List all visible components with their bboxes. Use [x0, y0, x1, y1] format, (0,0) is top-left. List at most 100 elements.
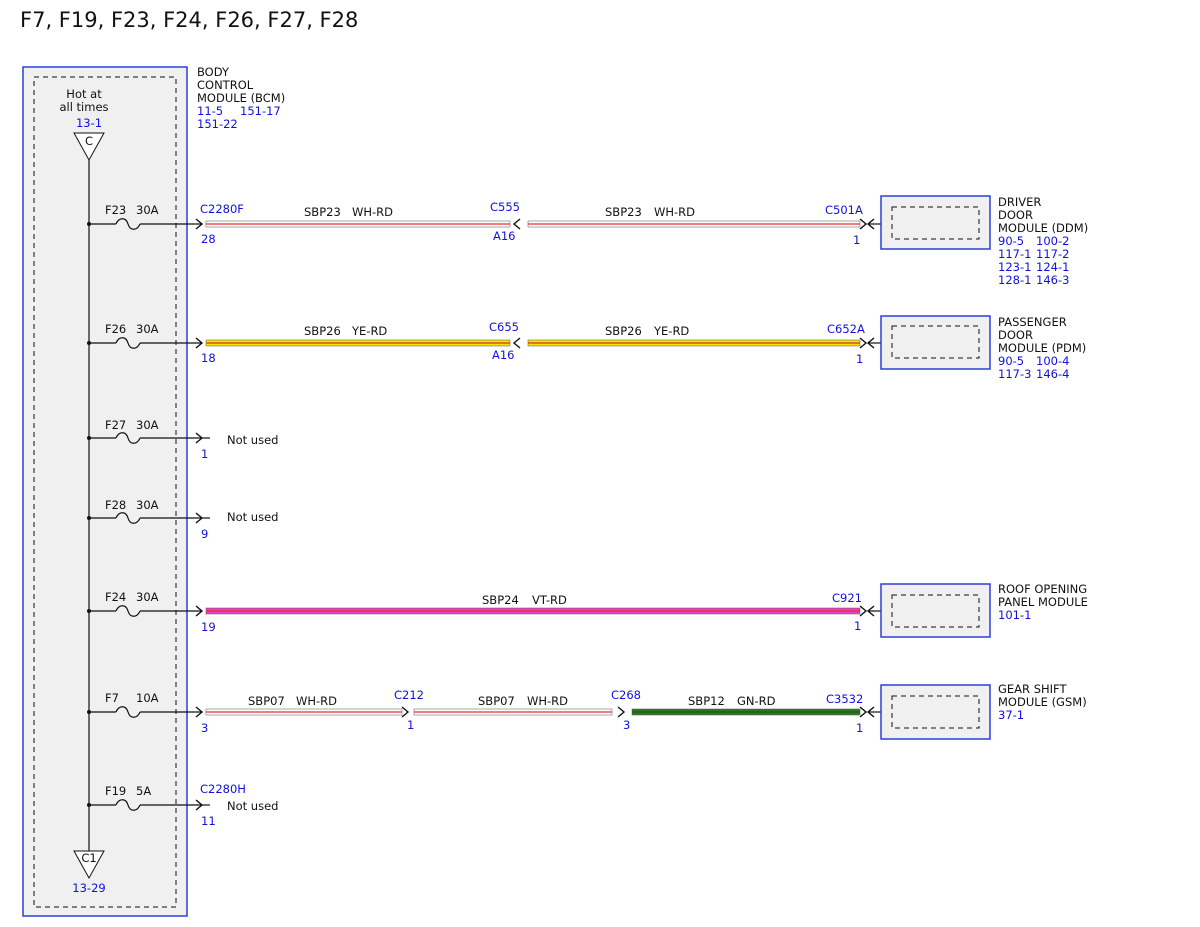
end-pin-label: 1	[856, 352, 863, 366]
module-ref: 101-1	[998, 608, 1031, 622]
inline-connector-label: C655	[489, 320, 519, 334]
fuse-rating: 30A	[136, 498, 159, 512]
end-pin-label: 1	[856, 721, 863, 735]
ddm-name-1: DRIVER	[998, 195, 1041, 209]
connector-arrow	[195, 337, 204, 349]
module-ref: 117-2	[1036, 247, 1069, 261]
not-used-label: Not used	[227, 433, 278, 447]
pdm-name-2: DOOR	[998, 328, 1033, 342]
wire-color-label: GN-RD	[737, 694, 776, 708]
diagram-title: F7, F19, F23, F24, F26, F27, F28	[20, 8, 358, 32]
pin-label: 3	[201, 721, 208, 735]
roof-name-1: ROOF OPENING	[998, 582, 1087, 596]
connector-arrow	[401, 706, 410, 718]
inline-pin-label: A16	[492, 348, 515, 362]
fuse-symbol	[115, 432, 141, 444]
end-pin-label: 1	[854, 619, 861, 633]
pin-label: 1	[201, 447, 208, 461]
module-ref: 100-4	[1036, 354, 1069, 368]
ddm-box	[880, 195, 991, 250]
fuse-rating: 30A	[136, 203, 159, 217]
fuse-symbol	[115, 512, 141, 524]
module-ref: 117-3	[998, 367, 1031, 381]
fuse-symbol	[115, 337, 141, 349]
connector-arrow	[859, 605, 868, 617]
circuit-label: SBP24	[482, 593, 519, 607]
bottom-ref: 13-29	[72, 881, 105, 895]
pdm-name-1: PASSENGER	[998, 315, 1067, 329]
end-connector-label: C501A	[825, 203, 863, 217]
end-connector-label: C652A	[827, 322, 865, 336]
fuse-name: F24	[105, 590, 126, 604]
circuit-label: SBP26	[605, 324, 642, 338]
fuse-symbol	[115, 218, 141, 230]
fuse-rating: 30A	[136, 590, 159, 604]
end-pin-label: 1	[853, 233, 860, 247]
circuit-label: SBP23	[605, 205, 642, 219]
gsm-box	[880, 684, 991, 740]
module-ref: 124-1	[1036, 260, 1069, 274]
inline-pin-label: 1	[407, 718, 414, 732]
module-ref: 37-1	[998, 708, 1024, 722]
end-connector-label: C921	[832, 591, 862, 605]
fuse-name: F27	[105, 418, 126, 432]
connector-arrow	[512, 218, 521, 230]
wire-color-label: VT-RD	[532, 593, 567, 607]
circuit-label: SBP12	[688, 694, 725, 708]
fuse-rows	[87, 218, 881, 811]
bottom-splice-symbol	[73, 850, 105, 880]
fuse-name: F26	[105, 322, 126, 336]
ddm-name-3: MODULE (DDM)	[998, 221, 1088, 235]
top-symbol-label: C	[85, 134, 93, 148]
module-ref: 123-1	[998, 260, 1031, 274]
fuse-rating: 30A	[136, 322, 159, 336]
wire-color-label: YE-RD	[351, 324, 387, 338]
bcm-name-2: CONTROL	[197, 78, 254, 92]
inline-pin-label: 3	[623, 718, 630, 732]
bcm-ref-2: 151-17	[240, 104, 281, 118]
wire-color-label: WH-RD	[296, 694, 337, 708]
inline-connector-label: C268	[611, 688, 641, 702]
wire-color-label: WH-RD	[527, 694, 568, 708]
end-connector-label: C3532	[826, 692, 863, 706]
bcm-ref-1: 11-5	[197, 104, 223, 118]
hot-label-1: Hot at	[66, 87, 102, 101]
connector-arrow	[859, 337, 868, 349]
inline-connector-label: C212	[394, 688, 424, 702]
fuse-rating: 5A	[136, 784, 151, 798]
connector-label: C2280F	[200, 202, 244, 216]
module-ref: 146-4	[1036, 367, 1069, 381]
ddm-inner-dashed	[891, 206, 980, 240]
roof-module-box	[880, 583, 991, 638]
module-ref: 117-1	[998, 247, 1031, 261]
gsm-name-1: GEAR SHIFT	[998, 682, 1067, 696]
hot-label-2: all times	[59, 100, 108, 114]
not-used-label: Not used	[227, 510, 278, 524]
module-ref: 100-2	[1036, 234, 1069, 248]
inline-connector-label: C555	[490, 200, 520, 214]
pdm-name-3: MODULE (PDM)	[998, 341, 1086, 355]
module-ref: 146-3	[1036, 273, 1069, 287]
roof-module-inner-dashed	[891, 594, 980, 628]
wire-color-label: WH-RD	[654, 205, 695, 219]
circuit-label: SBP23	[304, 205, 341, 219]
ddm-name-2: DOOR	[998, 208, 1033, 222]
fuse-name: F28	[105, 498, 126, 512]
connector-arrow	[859, 706, 868, 718]
module-ref: 90-5	[998, 354, 1024, 368]
inline-pin-label: A16	[493, 229, 516, 243]
pin-label: 9	[201, 527, 208, 541]
pdm-inner-dashed	[891, 325, 980, 359]
circuit-label: SBP26	[304, 324, 341, 338]
connector-arrow	[195, 218, 204, 230]
top-splice-symbol	[73, 132, 105, 162]
pin-label: 11	[201, 814, 216, 828]
connector-arrow	[859, 218, 868, 230]
fuse-symbol	[115, 605, 141, 617]
pin-label: 19	[201, 620, 216, 634]
top-ref: 13-1	[76, 116, 102, 130]
connector-arrow	[195, 706, 204, 718]
pin-label: 18	[201, 351, 216, 365]
fuse-rating: 10A	[136, 691, 159, 705]
